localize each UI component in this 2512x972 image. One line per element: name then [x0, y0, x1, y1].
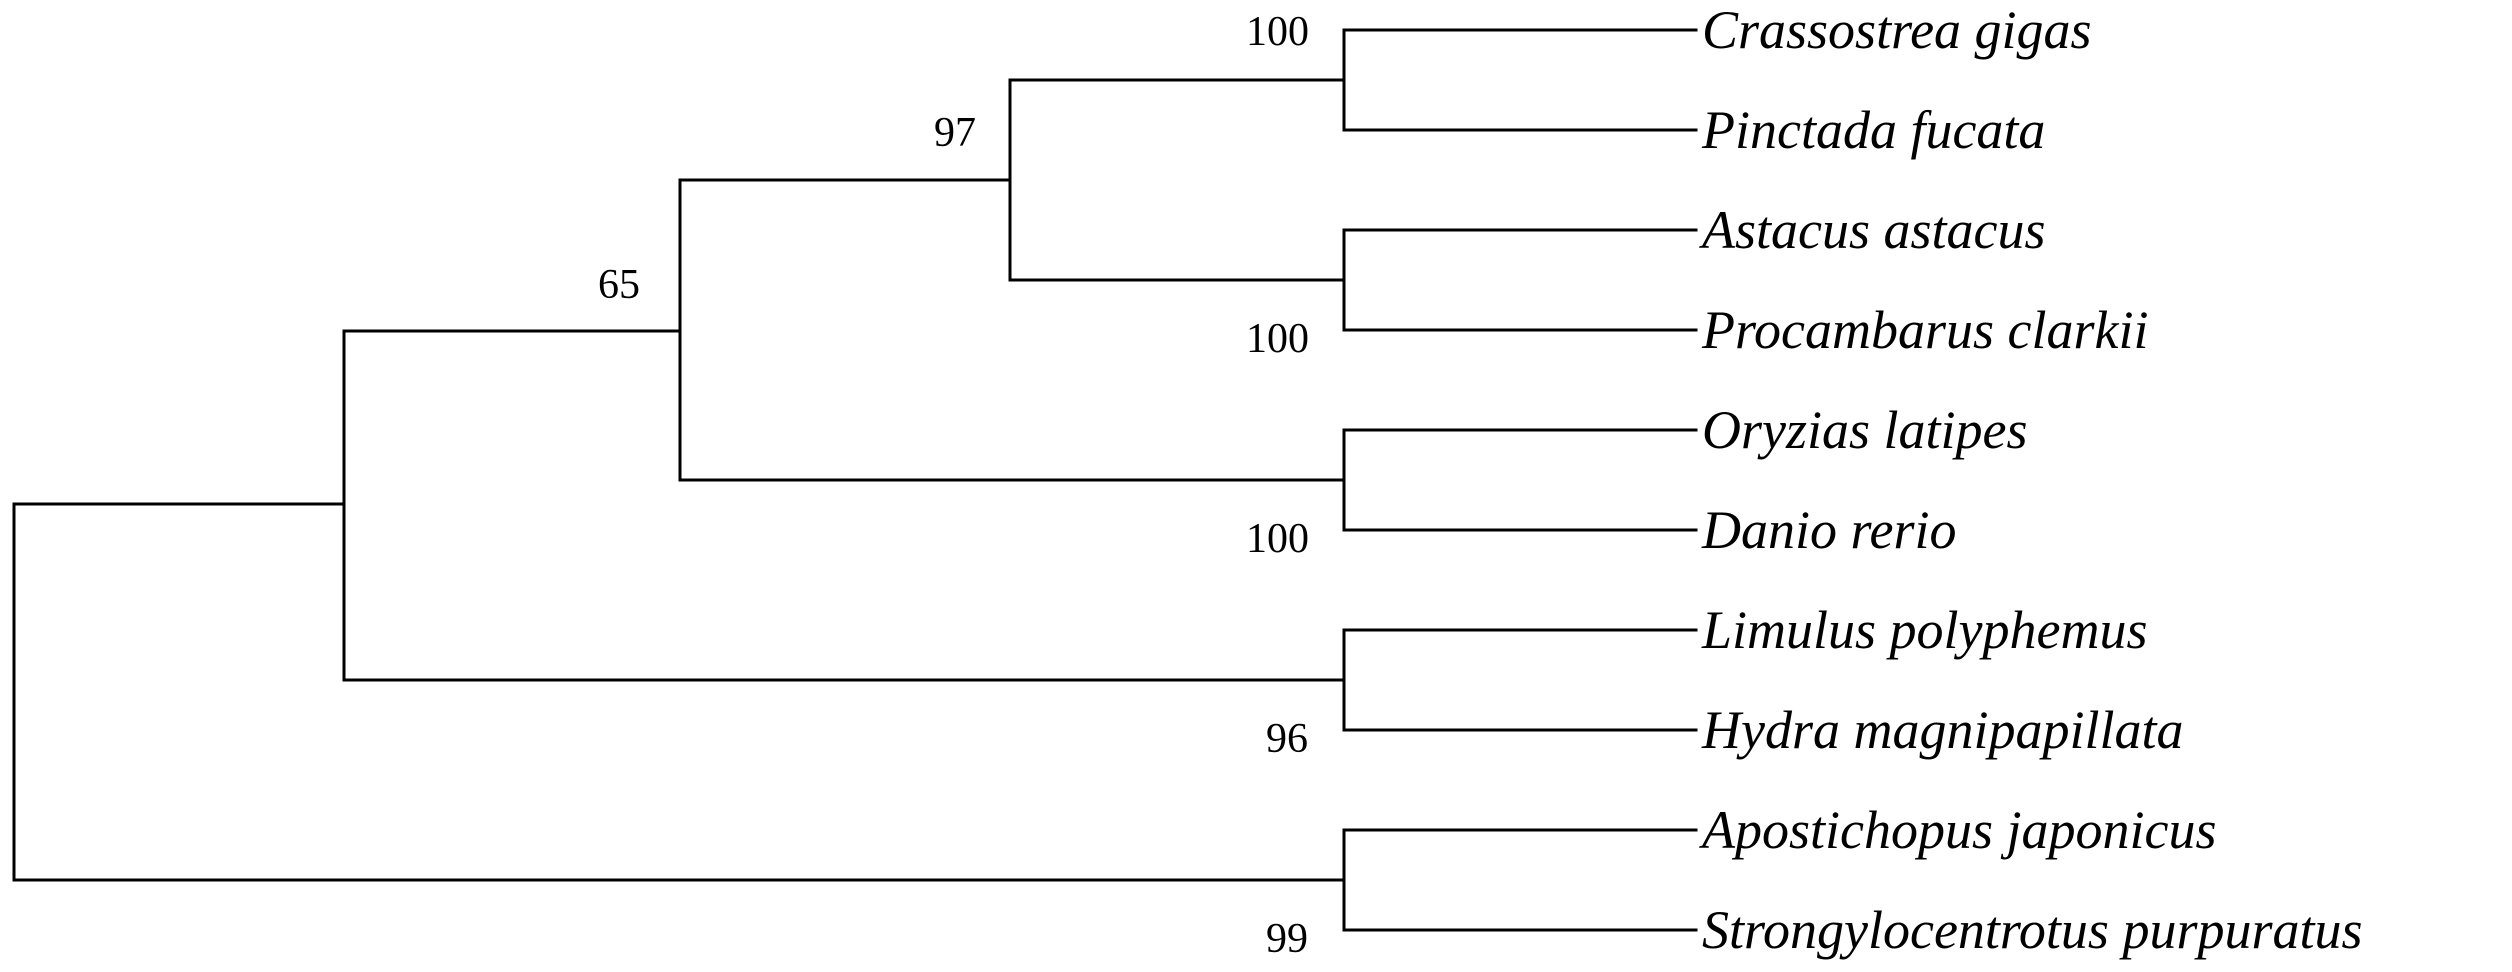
taxon-label: Pinctada fucata — [1701, 100, 2045, 160]
bootstrap-value: 100 — [1246, 9, 1309, 55]
bootstrap-value: 100 — [1246, 316, 1309, 362]
taxon-label: Procambarus clarkii — [1701, 300, 2148, 360]
branch-cherry-limulus-hydra — [1342, 628, 1698, 732]
bootstrap-value: 100 — [1246, 516, 1309, 562]
taxon-label: Danio rerio — [1701, 500, 1957, 560]
bootstrap-value: 65 — [598, 262, 640, 308]
taxon-label: Hydra magnipapillata — [1701, 700, 2184, 760]
branch-cherry-echinoderm — [1342, 828, 1698, 932]
branch-cherry-oyster — [1342, 28, 1698, 132]
bootstrap-value: 99 — [1266, 916, 1308, 962]
branch-cherry-crayfish — [1342, 228, 1698, 332]
bootstrap-value: 97 — [934, 110, 976, 156]
branch-ingroup — [342, 329, 1346, 682]
taxon-label: Oryzias latipes — [1702, 400, 2028, 460]
taxon-label: Apostichopus japonicus — [1699, 800, 2216, 860]
branch-node-97 — [1008, 78, 1346, 282]
tree-branches — [12, 28, 1698, 932]
taxon-label: Limulus polyphemus — [1701, 600, 2148, 660]
taxon-label: Crassostrea gigas — [1702, 0, 2092, 60]
taxon-labels: Crassostrea gigas Pinctada fucata Astacu… — [1699, 0, 2363, 960]
bootstrap-labels: 100 100 97 100 65 96 99 — [598, 9, 1309, 962]
bootstrap-value: 96 — [1266, 716, 1308, 762]
branch-cherry-fish — [1342, 428, 1698, 532]
branch-root — [12, 502, 1346, 882]
taxon-label: Strongylocentrotus purpuratus — [1702, 900, 2363, 960]
branch-node-65 — [678, 178, 1346, 482]
taxon-label: Astacus astacus — [1699, 200, 2046, 260]
